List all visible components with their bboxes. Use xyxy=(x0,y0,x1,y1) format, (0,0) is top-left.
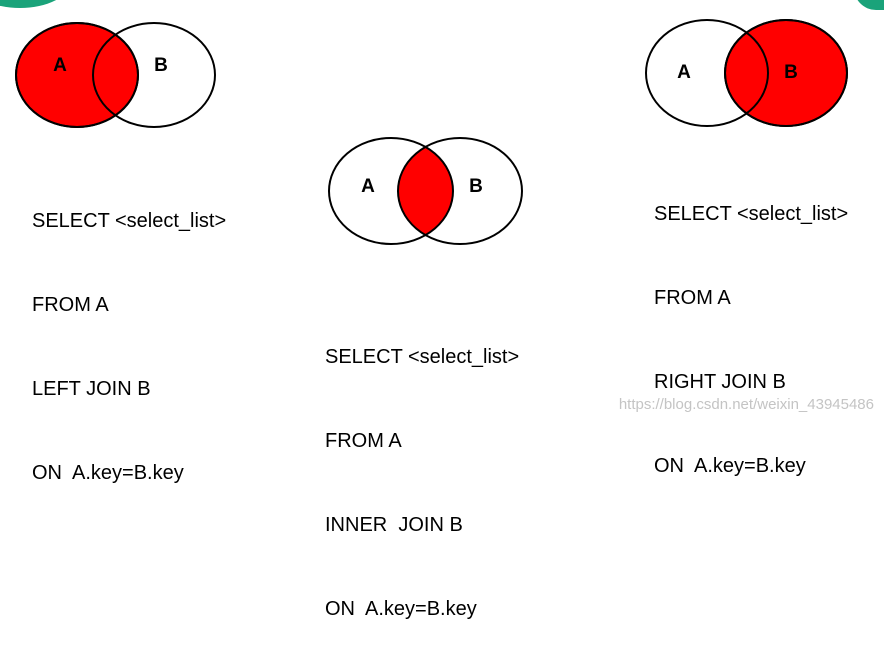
left-join-venn: A B xyxy=(15,22,216,128)
sql-line: SELECT <select_list> xyxy=(325,346,520,368)
sql-line: FROM A xyxy=(32,294,109,316)
set-b-circle xyxy=(397,137,523,245)
intersection-region xyxy=(398,138,453,244)
left-join-sql: SELECT <select_list> FROM A LEFT JOIN B … xyxy=(32,151,226,515)
set-a-label: A xyxy=(53,55,67,76)
set-b-circle xyxy=(92,22,216,128)
sql-line: ON A.key=B.key xyxy=(32,462,184,484)
corner-decoration-left xyxy=(0,0,70,8)
watermark-text: https://blog.csdn.net/weixin_43945486 xyxy=(618,396,874,413)
sql-line: FROM A xyxy=(325,430,402,452)
set-a-circle xyxy=(645,19,769,127)
sql-line: RIGHT JOIN B xyxy=(654,371,786,393)
set-b-label: B xyxy=(469,176,483,197)
right-join-venn: A B xyxy=(645,19,848,127)
set-b-label: B xyxy=(784,62,798,83)
set-a-circle xyxy=(328,137,454,245)
sql-line: ON A.key=B.key xyxy=(654,455,806,477)
set-a-label: A xyxy=(677,62,691,83)
set-b-label: B xyxy=(154,55,168,76)
sql-line: INNER JOIN B xyxy=(325,514,463,536)
sql-line: ON A.key=B.key xyxy=(325,598,477,620)
sql-line: FROM A xyxy=(654,287,731,309)
corner-decoration-right xyxy=(854,0,884,10)
set-a-label: A xyxy=(361,176,375,197)
sql-line: SELECT <select_list> xyxy=(32,210,227,232)
sql-line: LEFT JOIN B xyxy=(32,378,151,400)
right-join-sql: SELECT <select_list> FROM A RIGHT JOIN B… xyxy=(654,144,848,508)
sql-line: SELECT <select_list> xyxy=(654,203,849,225)
inner-join-sql: SELECT <select_list> FROM A INNER JOIN B… xyxy=(325,287,519,651)
inner-join-venn: A B xyxy=(328,137,523,245)
